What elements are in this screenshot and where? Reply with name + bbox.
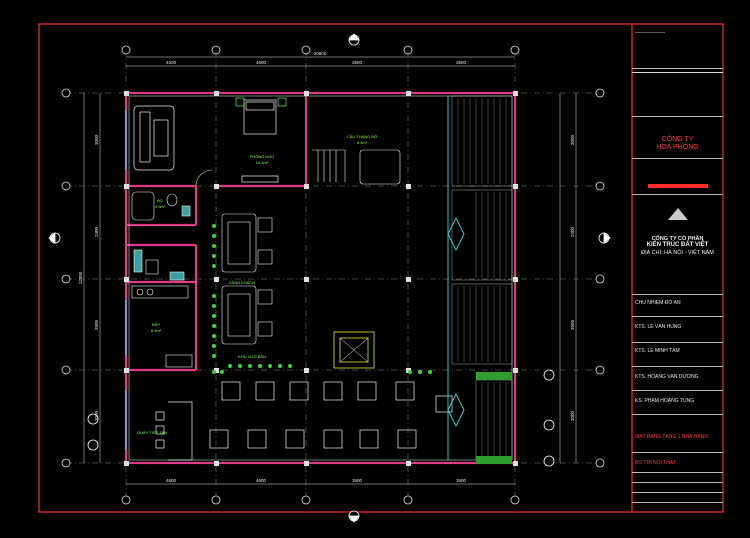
dining-tables	[209, 381, 453, 449]
dimension-lines	[83, 56, 577, 485]
dimension-texts: 4600 4600 3500 3500 20600 4600 4600 3500…	[78, 51, 575, 483]
entrance-doors	[447, 96, 465, 460]
svg-text:4600: 4600	[256, 478, 267, 483]
svg-text:3000: 3000	[94, 134, 99, 145]
svg-text:3000: 3000	[570, 410, 575, 421]
svg-text:3500: 3500	[456, 60, 467, 65]
svg-text:14.4m²: 14.4m²	[256, 160, 269, 165]
role-4: KS. PHẠM HOÀNG TÙNG	[635, 398, 695, 404]
svg-text:8.4m²: 8.4m²	[357, 140, 368, 145]
role-1: KTS. LÊ VĂN HÙNG	[635, 324, 682, 330]
room-label-kitchen: BẾP	[152, 322, 160, 327]
door-swing	[195, 169, 213, 187]
title-block: —————— CÔNG TY HOA PHONG CÔNG TY CỔ PHẦN…	[632, 24, 723, 512]
svg-text:2400: 2400	[570, 226, 575, 237]
lounge-sofas	[221, 213, 273, 345]
svg-text:3500: 3500	[456, 478, 467, 483]
svg-text:3900: 3900	[94, 319, 99, 330]
reception-bar	[155, 401, 193, 461]
axis-bubbles	[61, 45, 605, 505]
svg-text:8.5m²: 8.5m²	[151, 328, 162, 333]
svg-text:3000: 3000	[570, 134, 575, 145]
brand-line3: ĐỊA CHỈ: HÀ NỘI - VIỆT NAM	[641, 250, 714, 256]
svg-text:20600: 20600	[314, 51, 327, 56]
sheet-title: BỐ TRÍ NỘI THẤT	[635, 460, 677, 466]
svg-text:3900: 3900	[570, 319, 575, 330]
project-title: MẶT BẰNG TẦNG 1 NHÀ HÀNG	[635, 434, 709, 440]
role-0: CHỦ NHIỆM ĐỒ ÁN	[635, 300, 681, 306]
svg-text:4600: 4600	[166, 60, 177, 65]
elevator	[333, 331, 375, 369]
room-label-bar: QUẦY TIẾP TÂN	[137, 430, 167, 435]
company-name: CÔNG TY HOA PHONG	[656, 136, 699, 151]
wc-fixtures	[131, 191, 193, 368]
svg-text:4600: 4600	[256, 60, 267, 65]
room-label-wc: WC	[157, 198, 164, 203]
brand-line2: KIẾN TRÚC ĐẤT VIỆT	[646, 242, 709, 248]
master-bedroom-furniture	[133, 97, 287, 183]
svg-text:2400: 2400	[94, 226, 99, 237]
room-labels: PHÒNG NGỦ 14.4m² WC 4.5m² BẾP 8.5m² KHU …	[137, 134, 377, 435]
columns	[124, 91, 518, 466]
svg-text:4.5m²: 4.5m²	[155, 204, 166, 209]
room-label-dining: KHU VỰC BÀN	[238, 354, 266, 359]
svg-text:4600: 4600	[166, 478, 177, 483]
role-3: KTS. HOÀNG VĂN DƯƠNG	[635, 374, 699, 380]
room-label-stair: CẦU THANG BỘ	[347, 134, 377, 139]
title-block-header-line: ——————	[635, 30, 665, 36]
stair	[312, 149, 401, 185]
role-2: KTS. LÊ MINH TÂM	[635, 348, 680, 354]
brand-line1: CÔNG TY CỔ PHẦN	[651, 236, 704, 242]
section-markers	[48, 33, 611, 523]
room-label-lounge: SẢNH KHÁCH	[229, 280, 255, 285]
louvre-slats	[457, 98, 507, 458]
brand-red-bar	[648, 184, 708, 188]
svg-text:3500: 3500	[352, 60, 363, 65]
room-label-bedroom: PHÒNG NGỦ	[250, 154, 275, 159]
svg-text:3500: 3500	[352, 478, 363, 483]
brand-logo-icon	[668, 208, 688, 220]
entrance-planters	[476, 372, 512, 464]
svg-text:3000: 3000	[94, 410, 99, 421]
svg-text:12300: 12300	[78, 271, 83, 284]
sheet-frame	[38, 23, 724, 513]
planters	[212, 224, 432, 374]
